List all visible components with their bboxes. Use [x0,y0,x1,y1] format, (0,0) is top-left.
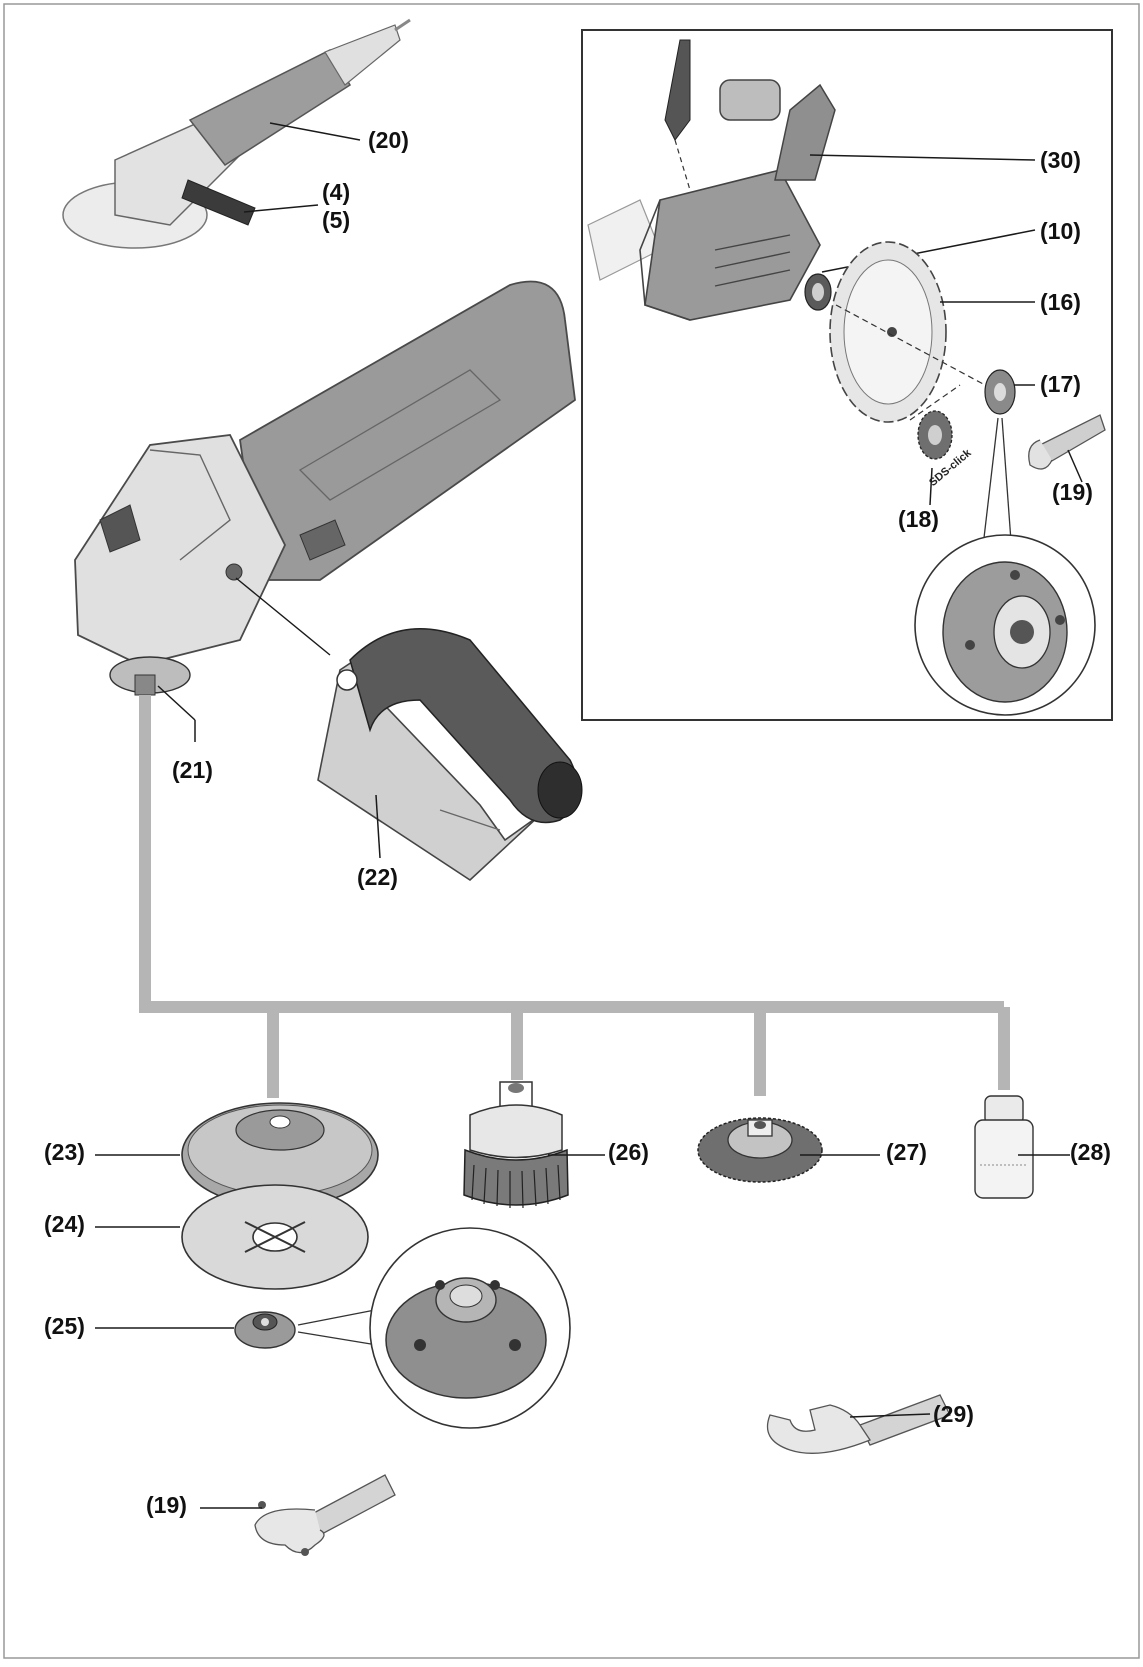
callout-5: (5) [322,207,351,233]
abrasive-disc-24 [181,1184,369,1290]
callout-22: (22) [357,864,398,890]
accessory-connector [139,695,1010,1098]
mounting-flange-10 [804,273,832,311]
small-angle-grinder [62,18,411,249]
callout-18: (18) [898,506,939,532]
leader-22 [375,794,381,859]
leader-19-small [1067,449,1083,483]
open-end-wrench-29 [766,1394,951,1454]
clamping-nut-detail-circle-top [914,417,1096,716]
callout-4: (4) [322,179,351,205]
two-pin-spanner-19-bottom [254,1474,396,1556]
threaded-adapter-28 [974,1095,1034,1199]
callout-27: (27) [886,1139,927,1165]
callout-30: (30) [1040,147,1081,173]
diagram-frame [3,3,1140,1659]
leader-20 [269,122,361,141]
leader-30 [809,154,1036,161]
leader-21 [157,685,196,721]
callout-26: (26) [608,1139,649,1165]
callout-28: (28) [1070,1139,1111,1165]
leader-29 [849,1413,931,1418]
callout-20: (20) [368,127,409,153]
main-angle-grinder [74,280,576,696]
quick-clamping-nut-18 [917,410,953,460]
leader-4-5 [243,204,319,213]
callout-16: (16) [1040,289,1081,315]
extraction-hood [587,39,836,321]
callout-19-small: (19) [1052,479,1093,505]
callout-10: (10) [1040,218,1081,244]
bevel-brush-27 [697,1117,823,1183]
callout-19-bottom: (19) [146,1492,187,1518]
diamond-cutting-disc-16 [829,241,947,423]
inset-frame [581,29,1113,721]
two-pin-spanner-19-small [1028,414,1106,470]
backing-pad-23 [181,1102,379,1208]
hand-guard-with-auxiliary-handle-22 [235,577,583,882]
disc-axis [835,304,986,386]
round-nut-25 [234,1311,296,1349]
callout-23: (23) [44,1139,85,1165]
flange-axis [909,384,961,421]
leader-18 [929,467,933,506]
cup-brush-26 [463,1081,569,1209]
callout-24: (24) [44,1211,85,1237]
callout-17: (17) [1040,371,1081,397]
callout-25: (25) [44,1313,85,1339]
clamping-nut-17 [984,369,1016,415]
callout-29: (29) [933,1401,974,1427]
round-nut-detail-circle [297,1227,571,1429]
callout-21: (21) [172,757,213,783]
